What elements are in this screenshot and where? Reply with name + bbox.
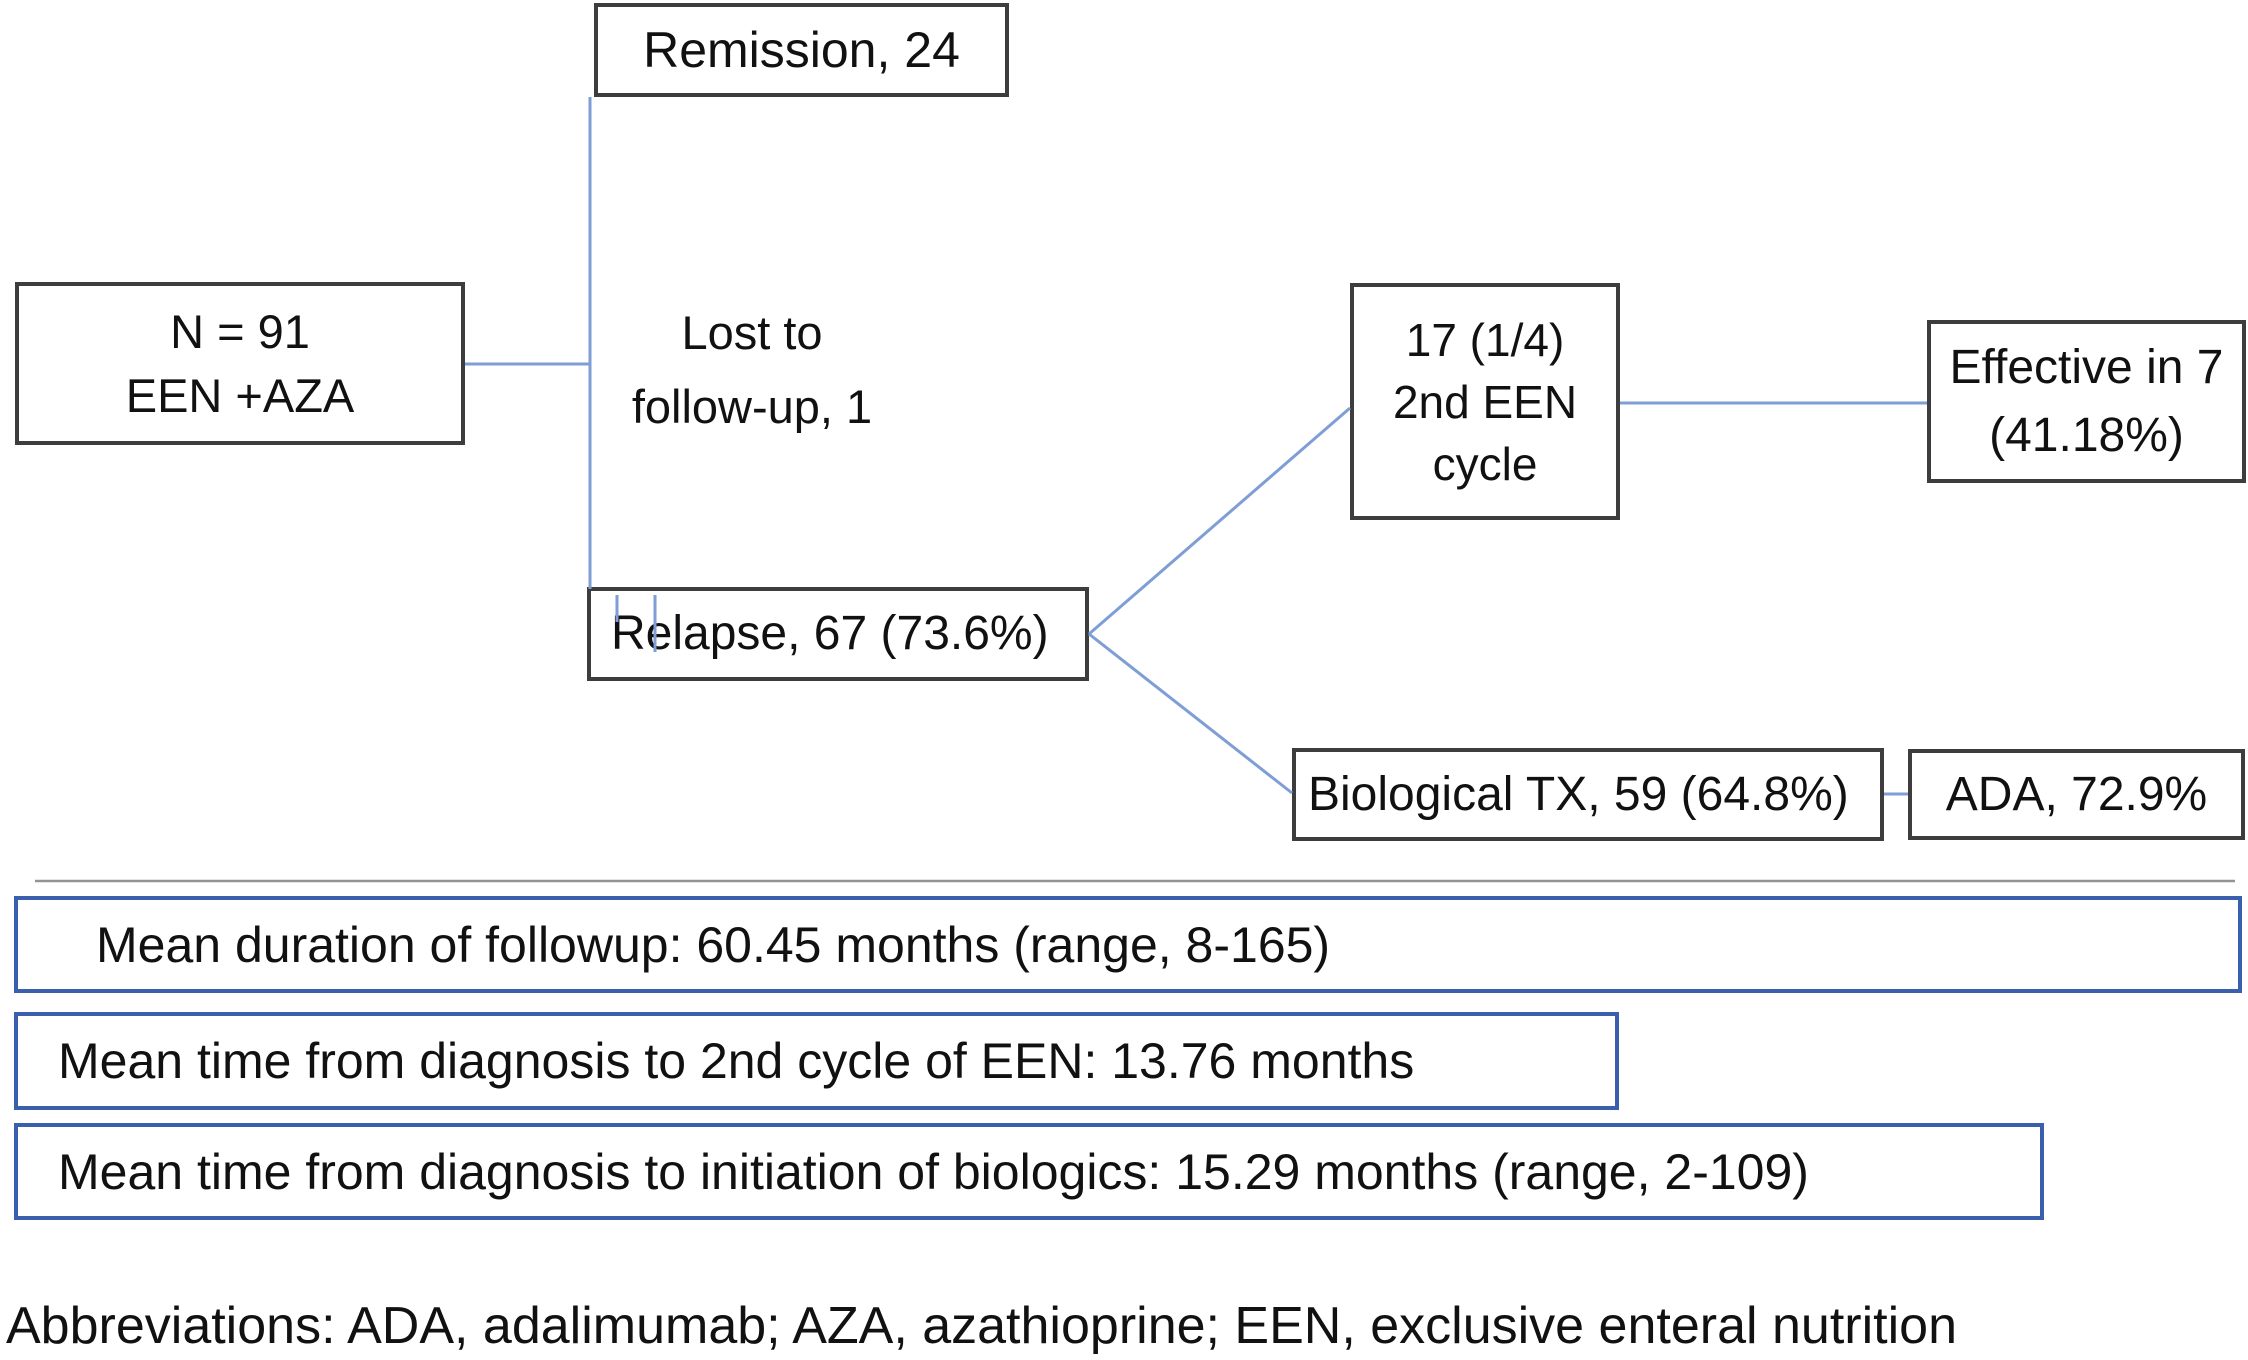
effective-box: Effective in 7 (41.18%) <box>1927 320 2246 483</box>
biological-tx-box: Biological TX, 59 (64.8%) <box>1292 748 1884 841</box>
lost-to-followup-label: Lost to follow-up, 1 <box>592 296 912 444</box>
effective-line-2: (41.18%) <box>1989 408 2184 462</box>
summary-bar-followup-duration: Mean duration of followup: 60.45 months … <box>14 896 2242 993</box>
cohort-box: N = 91 EEN +AZA <box>15 282 465 445</box>
relapse-label: Relapse, 67 (73.6%) <box>611 607 1049 661</box>
relapse-to-een-line <box>1088 406 1351 636</box>
relapse-to-biologic-line <box>1088 632 1293 795</box>
second-een-cycle-box: 17 (1/4) 2nd EEN cycle <box>1350 283 1620 520</box>
summary-bar-time-to-2nd-een: Mean time from diagnosis to 2nd cycle of… <box>14 1012 1619 1110</box>
summary-bar-time-to-biologics: Mean time from diagnosis to initiation o… <box>14 1123 2044 1220</box>
effective-line-1: Effective in 7 <box>1949 340 2224 394</box>
second-een-line-3: cycle <box>1432 437 1538 490</box>
lost-line-2: follow-up, 1 <box>631 380 873 433</box>
relapse-box: Relapse, 67 (73.6%) <box>587 587 1089 681</box>
lost-line-1: Lost to <box>681 306 823 359</box>
remission-label: Remission, 24 <box>643 22 960 78</box>
cohort-n-label: N = 91 <box>170 304 310 358</box>
second-een-line-2: 2nd EEN <box>1392 375 1578 428</box>
cohort-therapy-label: EEN +AZA <box>125 368 355 422</box>
biological-tx-label: Biological TX, 59 (64.8%) <box>1308 767 1849 821</box>
abbreviations-footnote: Abbreviations: ADA, adalimumab; AZA, aza… <box>6 1297 1957 1355</box>
summary-bar-3-text: Mean time from diagnosis to initiation o… <box>58 1143 1809 1200</box>
ada-box: ADA, 72.9% <box>1908 749 2245 840</box>
remission-box: Remission, 24 <box>594 3 1009 97</box>
ada-label: ADA, 72.9% <box>1945 767 2208 821</box>
summary-bar-2-text: Mean time from diagnosis to 2nd cycle of… <box>58 1033 1415 1089</box>
summary-bar-1-text: Mean duration of followup: 60.45 months … <box>96 916 1331 973</box>
second-een-count: 17 (1/4) <box>1405 313 1565 366</box>
